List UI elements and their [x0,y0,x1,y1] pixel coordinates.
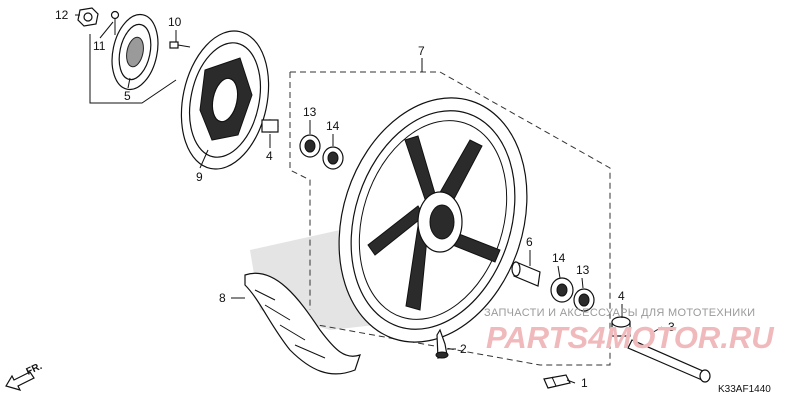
seal-part-14-lower [550,277,574,303]
callout-13-upper: 13 [303,105,317,119]
bearing-part-13-upper [299,134,321,158]
callout-8: 8 [219,291,226,305]
callout-9: 9 [196,170,203,184]
bolt-part-10 [169,41,191,49]
callout-5: 5 [124,89,131,103]
watermark-caption: ЗАПЧАСТИ И АКСЕССУАРЫ ДЛЯ МОТОТЕХНИКИ [484,307,755,319]
hub-plate-part-5 [111,13,159,91]
watermark-logo: PARTS4MOTOR.RU [486,320,775,355]
direction-label: FR. [25,361,44,378]
callout-6: 6 [526,235,533,249]
front-direction-indicator: FR. [5,361,44,391]
rim-tape-part-8 [244,272,361,375]
seal-part-14-upper [322,146,344,170]
diagram-code: K33AF1440 [718,384,771,395]
callout-10: 10 [168,15,182,29]
axle-part-3 [627,339,711,383]
collar-part-4-lower [611,316,631,337]
callout-14-lower: 14 [552,251,566,265]
spacer-part-6 [511,261,541,287]
wheel-rim-part-7 [338,97,528,343]
bearing-part-13-lower [573,288,595,312]
callout-3: 3 [668,320,675,334]
leader-lines [75,14,663,384]
bolt-part-11 [110,10,120,35]
callout-12: 12 [55,8,69,22]
front-arrow-icon [5,371,35,391]
assembly-outline [289,71,611,366]
callout-14-upper: 14 [326,119,340,133]
disc-hub-bracket [89,34,177,104]
callout-1: 1 [581,376,588,390]
collar-part-4-upper [261,119,279,133]
callout-2: 2 [460,342,467,356]
callout-4-lower: 4 [618,289,625,303]
callout-11: 11 [93,39,106,53]
valve-part-2 [435,328,449,359]
callout-13-lower: 13 [576,263,590,277]
brake-disc-part-9 [180,30,270,170]
nut-part-12 [77,7,99,27]
callout-7: 7 [418,44,425,58]
callout-labels: 12 11 10 5 9 4 13 14 7 6 14 13 4 3 2 1 8 [55,8,675,390]
callout-4-upper: 4 [266,149,273,163]
watermark: ЗАПЧАСТИ И АКСЕССУАРЫ ДЛЯ МОТОТЕХНИКИ PA… [484,307,775,355]
balance-weight-part-1 [543,374,571,389]
